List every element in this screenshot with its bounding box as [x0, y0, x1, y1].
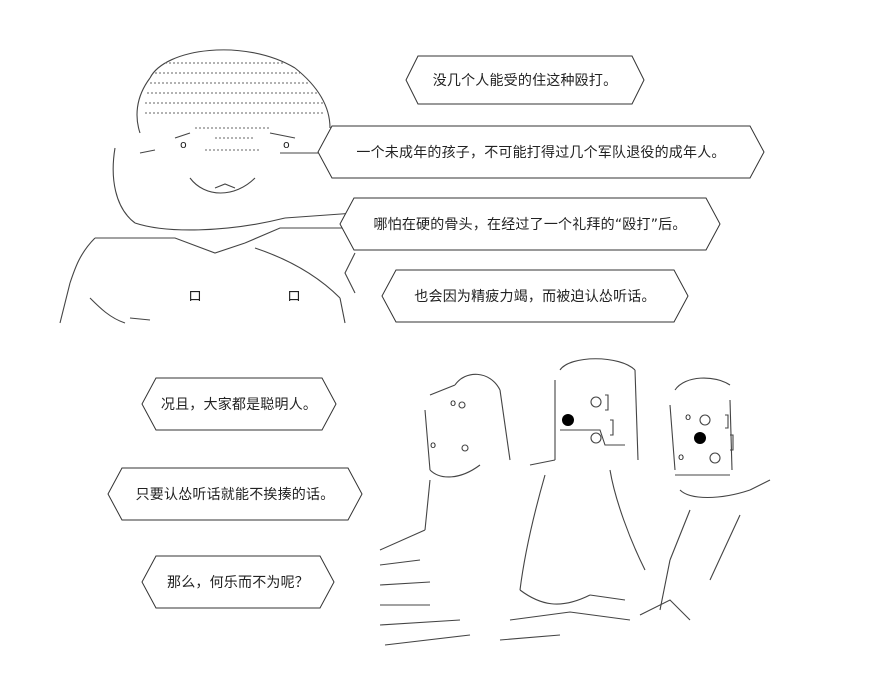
- figure-mark-1: o: [450, 398, 457, 409]
- eye-left-mark: o: [180, 138, 187, 151]
- speech-bubble-2: 一个未成年的孩子，不可能打得过几个军队退役的成年人。: [317, 125, 765, 179]
- speech-bubble-text: 那么，何乐而不为呢？: [167, 575, 309, 591]
- speech-bubble-text: 也会因为精疲力竭，而被迫认怂听话。: [414, 289, 656, 305]
- speech-bubble-text: 哪怕在硬的骨头，在经过了一个礼拜的“殴打”后。: [373, 217, 687, 233]
- speech-bubble-3: 哪怕在硬的骨头，在经过了一个礼拜的“殴打”后。: [339, 197, 721, 251]
- figure-mark-2: o: [430, 440, 437, 451]
- speech-bubble-4: 也会因为精疲力竭，而被迫认怂听话。: [381, 269, 689, 323]
- speech-bubble-5: 况且，大家都是聪明人。: [141, 377, 337, 431]
- speech-bubble-text: 只要认怂听话就能不挨揍的话。: [135, 487, 335, 503]
- figure-mark-4: o: [685, 412, 692, 423]
- speech-bubble-text: 况且，大家都是聪明人。: [160, 397, 318, 413]
- speech-bubble-6: 只要认怂听话就能不挨揍的话。: [107, 467, 363, 521]
- speech-bubble-text: 没几个人能受的住这种殴打。: [432, 73, 618, 89]
- eye-right-mark: o: [283, 138, 290, 151]
- figure-mark-3: o: [678, 452, 685, 463]
- speech-bubble-7: 那么，何乐而不为呢？: [141, 555, 335, 609]
- button-mark-left: ロ: [188, 289, 202, 305]
- ascii-art-figures-bottom: o o o o: [370, 350, 800, 650]
- speech-bubble-text: 一个未成年的孩子，不可能打得过几个军队退役的成年人。: [356, 145, 726, 161]
- button-mark-right: ロ: [287, 289, 301, 305]
- ascii-art-figure-top: o o ロ ロ: [55, 38, 356, 328]
- speech-bubble-1: 没几个人能受的住这种殴打。: [405, 55, 645, 105]
